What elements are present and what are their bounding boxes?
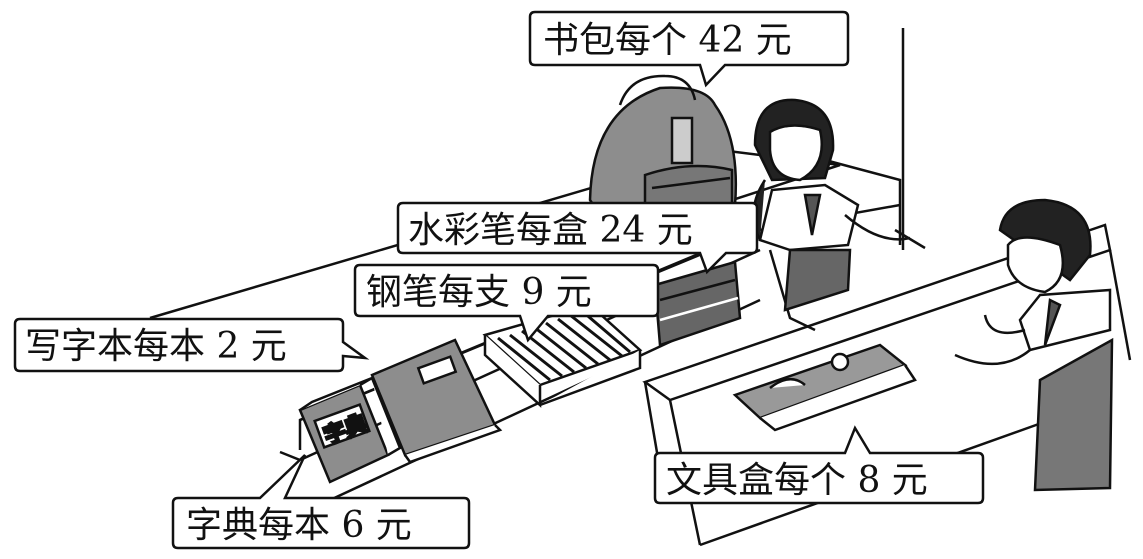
counter	[149, 28, 1132, 547]
watercolor-box-illustration	[653, 260, 742, 347]
label-notebook-text: 写字本每本 2 元	[25, 326, 287, 367]
label-dictionary: 字典每本 6 元	[171, 454, 471, 550]
label-watercolor-text: 水彩笔每盒 24 元	[408, 210, 693, 251]
backpack-illustration	[588, 74, 738, 217]
pencil-case-illustration	[732, 343, 917, 432]
label-pencilcase-text: 文具盒每个 8 元	[666, 460, 928, 501]
notebook-illustration	[370, 338, 503, 464]
label-dictionary-text: 字典每本 6 元	[186, 505, 412, 546]
label-pencilcase: 文具盒每个 8 元	[653, 425, 985, 505]
label-notebook: 写字本每本 2 元	[13, 317, 370, 373]
label-backpack-text: 书包每个 42 元	[543, 20, 792, 61]
label-pen-text: 钢笔每支 9 元	[366, 272, 592, 313]
customer-boy-illustration	[954, 198, 1114, 492]
label-pen: 钢笔每支 9 元	[353, 263, 660, 343]
label-backpack: 书包每个 42 元	[528, 10, 850, 88]
seller-girl-illustration	[752, 98, 926, 332]
dictionary-illustration: 字典	[298, 376, 402, 484]
pen-box-illustration	[482, 303, 643, 408]
label-watercolor: 水彩笔每盒 24 元	[396, 201, 759, 275]
